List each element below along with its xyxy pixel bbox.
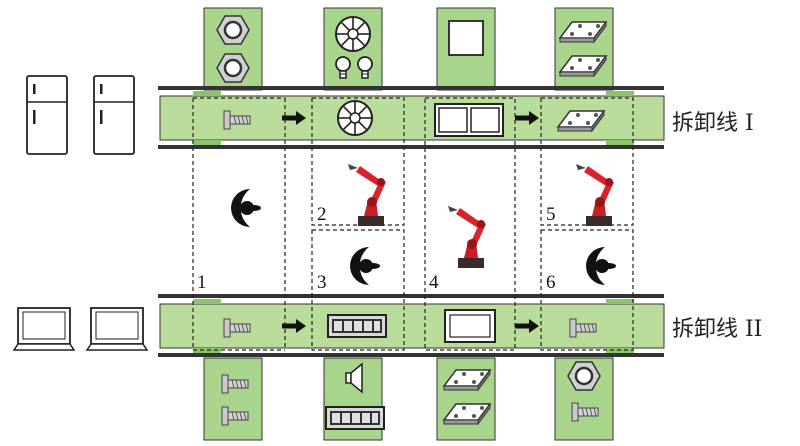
- battery-icon: [325, 406, 385, 430]
- cell-number-3: 3: [317, 272, 327, 293]
- refrigerator-icon: [26, 75, 68, 155]
- fan-wheel-icon: [337, 100, 373, 136]
- cell-number-4: 4: [429, 272, 439, 293]
- cell-number-2: 2: [317, 204, 327, 225]
- bottom-box-1: [203, 357, 263, 441]
- workstation-outlines: [192, 97, 634, 351]
- hex-nut-icon: [215, 14, 251, 46]
- panel-icon: [434, 103, 504, 137]
- robot-arm-icon: [448, 206, 486, 268]
- cell-number-6: 6: [546, 272, 556, 293]
- worker-icon: [350, 247, 380, 285]
- conveyor-line1: 拆卸线 I: [158, 86, 754, 149]
- robot-arm-icon: [576, 164, 614, 226]
- line1-label: 拆卸线 I: [672, 111, 754, 136]
- top-box-4: [554, 7, 614, 91]
- conveyor-line2: 拆卸线 II: [158, 294, 762, 357]
- monitor-icon: [13, 307, 75, 351]
- battery-icon: [327, 314, 387, 338]
- monitor-icon: [86, 307, 148, 351]
- square-panel-icon: [448, 20, 484, 56]
- hex-nut-icon: [215, 52, 251, 84]
- bottom-part-boxes: [203, 357, 614, 441]
- hex-nut-icon: [566, 360, 602, 392]
- refrigerator-icon: [93, 75, 135, 155]
- top-part-boxes: [203, 7, 614, 91]
- fan-wheel-icon: [335, 16, 371, 52]
- robot-arm-icon: [348, 164, 386, 226]
- cell-number-1: 1: [197, 272, 207, 293]
- product-area-line2: [13, 307, 148, 351]
- product-area-line1: [26, 75, 135, 155]
- line2-label: 拆卸线 II: [672, 317, 762, 342]
- cell-number-5: 5: [546, 204, 556, 225]
- worker-icon: [586, 247, 616, 285]
- worker-icon: [231, 189, 261, 227]
